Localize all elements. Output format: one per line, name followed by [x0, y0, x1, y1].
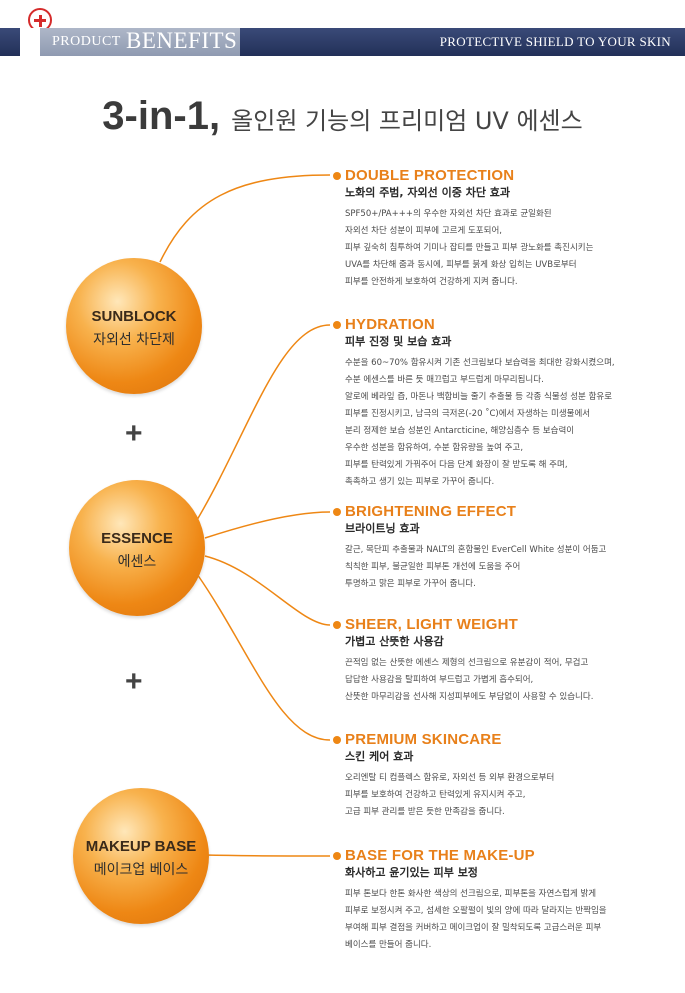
- body-line: SPF50+/PA+++의 우수한 자외선 차단 효과로 균일화된: [345, 209, 552, 219]
- plus-sign-1: +: [125, 417, 143, 450]
- plus-sign-2: +: [125, 665, 143, 698]
- makeup-base-label: MAKEUP BASE: [85, 838, 197, 855]
- benefit-subtitle: 노화의 주범, 자외선 이중 차단 효과: [345, 186, 511, 199]
- makeup-base-label-ko: 메이크업 베이스: [93, 862, 189, 878]
- header-benefits-label: BENEFITS: [126, 28, 238, 53]
- bullet-dot-icon: [333, 508, 341, 516]
- header-product-label: PRODUCT: [52, 34, 121, 49]
- benefit-subtitle: 스킨 케어 효과: [345, 750, 414, 763]
- benefit-title: BASE FOR THE MAKE-UP: [345, 847, 535, 864]
- body-line: 피부로 보정시켜 주고, 섬세한 오팔펄이 빛의 양에 따라 달라지는 반짝임을: [345, 906, 607, 916]
- header-label-panel: [40, 28, 240, 56]
- benefit-premium-skincare: PREMIUM SKINCARE 스킨 케어 효과 오리엔탈 티 컴플렉스 함유…: [333, 731, 675, 821]
- bullet-dot-icon: [333, 621, 341, 629]
- body-line: 수분 에센스를 바른 듯 매끄럽고 부드럽게 마무리됩니다.: [345, 375, 544, 385]
- connector-sunblock: [159, 174, 331, 263]
- title-strong: 3-in-1,: [102, 94, 221, 138]
- essence-circle: ESSENCE 에센스: [69, 480, 205, 616]
- connector-essence-3: [204, 555, 331, 626]
- sunblock-circle: SUNBLOCK 자외선 차단제: [66, 258, 202, 394]
- benefit-brightening-effect: BRIGHTENING EFFECT 브라이트닝 효과 갈근, 목단피 추출물과…: [333, 503, 675, 593]
- connector-essence-4: [196, 573, 331, 741]
- bullet-dot-icon: [333, 852, 341, 860]
- body-line: 칙칙한 피부, 불균일한 피부톤 개선에 도움을 주어: [345, 562, 521, 572]
- benefit-title: PREMIUM SKINCARE: [345, 731, 502, 748]
- essence-label: ESSENCE: [101, 530, 173, 547]
- body-line: 베이스를 만들어 줍니다.: [345, 940, 432, 950]
- body-line: 피부를 탄력있게 가꿔주어 다음 단계 화장이 잘 받도록 해 주며,: [345, 460, 568, 470]
- body-line: 갈근, 목단피 추출물과 NALT의 혼합물인 EverCell White 성…: [345, 545, 607, 555]
- bullet-dot-icon: [333, 736, 341, 744]
- body-line: 우수한 성분을 함유하여, 수분 함유량을 높여 주고,: [345, 443, 524, 453]
- benefit-hydration: HYDRATION 피부 진정 및 보습 효과 수분을 60~70% 함유시켜 …: [333, 316, 675, 491]
- body-line: 알로에 베라잎 즙, 마돈나 백합비늘 줄기 추출물 등 각종 식물성 성분 함…: [345, 392, 613, 402]
- bullet-dot-icon: [333, 321, 341, 329]
- benefit-base-for-the-make-up: BASE FOR THE MAKE-UP 화사하고 윤기있는 피부 보정 피부 …: [333, 847, 675, 954]
- benefit-subtitle: 가볍고 산뜻한 사용감: [345, 635, 444, 648]
- benefit-title: SHEER, LIGHT WEIGHT: [345, 616, 518, 633]
- body-line: 분리 정제한 보습 성분인 Antarcticine, 해양심층수 등 보습력이: [345, 426, 575, 436]
- bullet-dot-icon: [333, 172, 341, 180]
- connector-makeup: [204, 854, 331, 857]
- page-title: 3-in-1, 올인원 기능의 프리미엄 UV 에센스: [0, 94, 685, 139]
- sunblock-label-ko: 자외선 차단제: [93, 332, 175, 348]
- title-sub: 올인원 기능의 프리미엄 UV 에센스: [231, 107, 583, 135]
- benefit-title: HYDRATION: [345, 316, 435, 333]
- benefit-body: 수분을 60~70% 함유시켜 기존 선크림보다 보습력을 최대한 강화시켰으며…: [345, 355, 675, 491]
- body-line: 산뜻한 마무리감을 선사해 지성피부에도 부담없이 사용할 수 있습니다.: [345, 692, 594, 702]
- body-line: 피부를 안전하게 보호하여 건강하게 지켜 줍니다.: [345, 277, 518, 287]
- benefit-sheer-light-weight: SHEER, LIGHT WEIGHT 가볍고 산뜻한 사용감 끈적임 없는 산…: [333, 616, 675, 706]
- body-line: 자외선 차단 성분이 피부에 고르게 도포되어,: [345, 226, 502, 236]
- sunblock-label: SUNBLOCK: [91, 308, 177, 325]
- header-tagline: PROTECTIVE SHIELD TO YOUR SKIN: [439, 34, 671, 49]
- body-line: 수분을 60~70% 함유시켜 기존 선크림보다 보습력을 최대한 강화시켰으며…: [345, 358, 615, 368]
- benefit-title: DOUBLE PROTECTION: [345, 167, 515, 184]
- benefit-body: 피부 톤보다 한톤 화사한 색상의 선크림으로, 피부톤을 자연스럽게 밝게 피…: [345, 886, 675, 954]
- connector-essence-1: [196, 324, 331, 521]
- benefit-subtitle: 화사하고 윤기있는 피부 보정: [345, 866, 478, 879]
- benefit-subtitle: 피부 진정 및 보습 효과: [345, 335, 452, 348]
- benefit-subtitle: 브라이트닝 효과: [345, 522, 420, 535]
- connector-essence-2: [204, 511, 331, 539]
- benefit-body: 오리엔탈 티 컴플렉스 함유로, 자외선 등 외부 환경으로부터 피부를 보호하…: [345, 770, 675, 821]
- makeup-base-circle: MAKEUP BASE 메이크업 베이스: [73, 788, 209, 924]
- benefit-double-protection: DOUBLE PROTECTION 노화의 주범, 자외선 이중 차단 효과 S…: [333, 167, 675, 291]
- benefit-body: 갈근, 목단피 추출물과 NALT의 혼합물인 EverCell White 성…: [345, 542, 675, 593]
- body-line: 오리엔탈 티 컴플렉스 함유로, 자외선 등 외부 환경으로부터: [345, 773, 555, 783]
- benefit-body: SPF50+/PA+++의 우수한 자외선 차단 효과로 균일화된 자외선 차단…: [345, 206, 675, 291]
- body-line: 피부를 진정시키고, 남극의 극저온(-20 ˚C)에서 자생하는 미생물에서: [345, 409, 591, 419]
- body-line: UVA를 차단해 줌과 동시에, 피부를 붉게 화상 입히는 UVB로부터: [345, 260, 577, 270]
- body-line: 피부를 보호하여 건강하고 탄력있게 유지시켜 주고,: [345, 790, 526, 800]
- body-line: 고급 피부 관리를 받은 듯한 만족감을 줍니다.: [345, 807, 505, 817]
- body-line: 피부 깊숙히 침투하여 기미나 잡티를 만들고 피부 광노화를 촉진시키는: [345, 243, 594, 253]
- benefit-body: 끈적임 없는 산뜻한 에센스 제형의 선크림으로 유분감이 적어, 무겁고 답답…: [345, 655, 675, 706]
- benefit-title: BRIGHTENING EFFECT: [345, 503, 517, 520]
- body-line: 부여해 피부 결점을 커버하고 메이크업이 잘 밀착되도록 고급스러운 피부: [345, 923, 602, 933]
- body-line: 끈적임 없는 산뜻한 에센스 제형의 선크림으로 유분감이 적어, 무겁고: [345, 658, 589, 668]
- essence-label-ko: 에센스: [117, 554, 157, 570]
- body-line: 촉촉하고 생기 있는 피부로 가꾸어 줍니다.: [345, 477, 495, 487]
- body-line: 피부 톤보다 한톤 화사한 색상의 선크림으로, 피부톤을 자연스럽게 밝게: [345, 889, 597, 899]
- body-line: 답답한 사용감을 탈피하여 부드럽고 가볍게 흡수되어,: [345, 675, 534, 685]
- body-line: 투명하고 맑은 피부로 가꾸어 줍니다.: [345, 579, 476, 589]
